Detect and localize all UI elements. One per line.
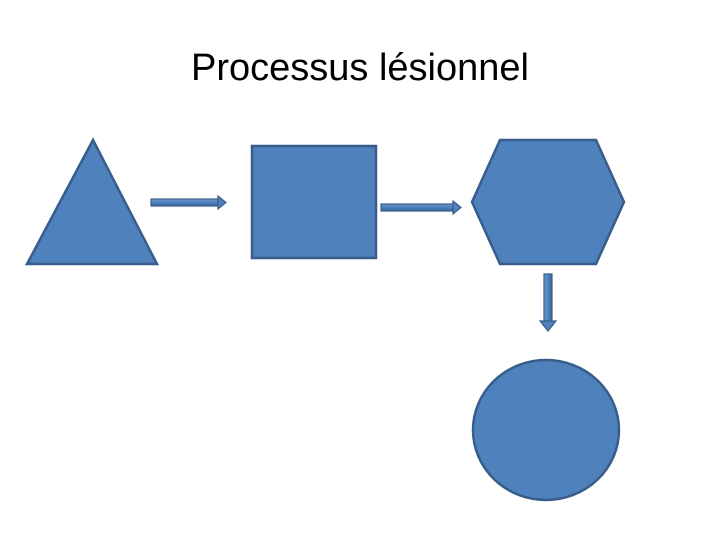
arrow-hexagon-to-circle (538, 273, 558, 332)
hexagon-shape (470, 138, 626, 266)
circle-shape (471, 358, 621, 502)
square-shape (250, 144, 378, 260)
slide-title: Processus lésionnel (191, 47, 529, 89)
triangle-shape (24, 137, 160, 266)
arrow-triangle-to-square (150, 194, 227, 211)
arrow-square-to-hexagon (380, 199, 462, 216)
